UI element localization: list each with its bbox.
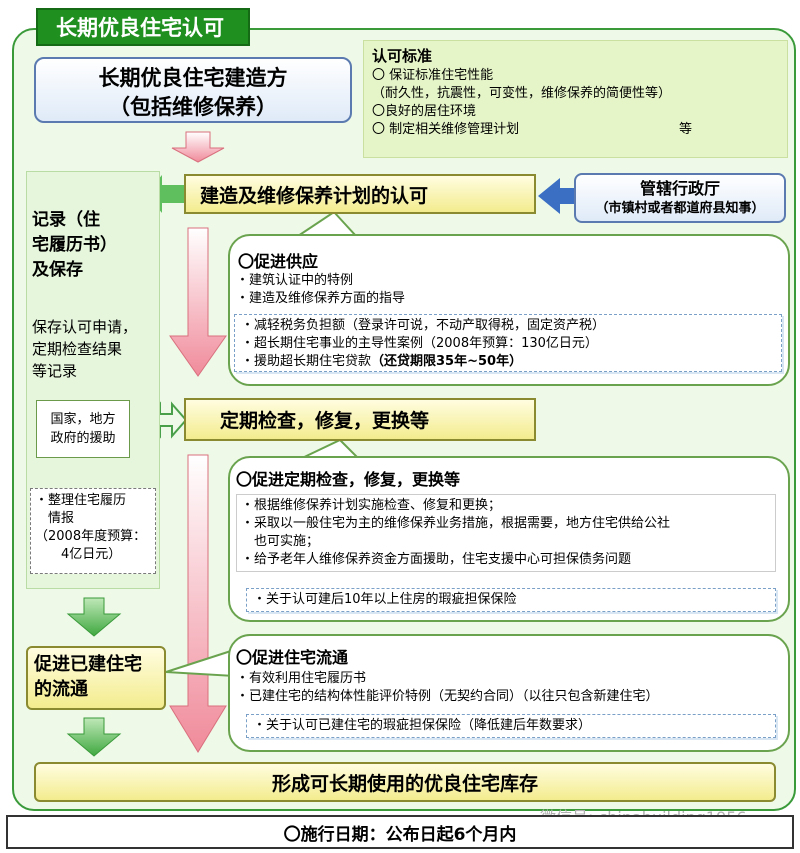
- supply-item: ・建筑认证中的特例: [236, 273, 354, 288]
- loan-term-text: （还贷期限35年~50年）: [371, 354, 523, 369]
- aid-line: 政府的援助: [50, 431, 116, 446]
- arrow-government-to-approval: [538, 178, 574, 214]
- record-title-line: 及保存: [32, 260, 83, 280]
- history-line: ・整理住宅履历: [35, 493, 127, 508]
- record-title: 记录（住 宅履历书） 及保存: [32, 208, 117, 283]
- promote-supply-section: 〇促进供应 ・建筑认证中的特例 ・建造及维修保养方面的指导 ・减轻税务负担额（登…: [228, 234, 790, 386]
- diagram-title-tab: 长期优良住宅认可: [36, 8, 250, 46]
- housing-history-box: ・整理住宅履历 情报 （2008年度预算： 4亿日元）: [30, 488, 156, 574]
- promote-existing-housing-box: 促进已建住宅 的流通: [26, 646, 166, 710]
- builder-box: 长期优良住宅建造方 （包括维修保养）: [34, 57, 352, 123]
- effective-date-bar: 〇施行日期：公布日起6个月内: [6, 815, 794, 849]
- supply-sub-item: ・减轻税务负担额（登录许可说，不动产取得税，固定资产税）: [241, 318, 606, 333]
- supply-subbox: ・减轻税务负担额（登录许可说，不动产取得税，固定资产税） ・超长期住宅事业的主导…: [234, 314, 782, 372]
- arrow-promote-to-final: [66, 717, 122, 757]
- plan-approval-box: 建造及维修保养计划的认可: [184, 174, 536, 214]
- inspection-item: ・给予老年人维修保养资金方面援助，住宅支援中心可担保债务问题: [241, 552, 632, 567]
- inspection-item: ・采取以一般住宅为主的维修保养业务措施，根据需要，地方住宅供给公社: [241, 516, 671, 531]
- supply-items: ・建筑认证中的特例 ・建造及维修保养方面的指导: [236, 272, 405, 308]
- arrow-record-to-promote: [66, 597, 122, 637]
- approval-criteria-box: 认可标准 〇 保证标准住宅性能 （耐久性，抗震性，可变性，维修保养的简便性等） …: [363, 40, 788, 158]
- record-desc-line: 保存认可申请，: [32, 318, 138, 336]
- government-line2: （市镇村或者都道府县知事）: [595, 201, 765, 216]
- criteria-item: 〇 制定相关维修管理计划: [372, 122, 520, 137]
- inspection-promo-heading: 〇促进定期检查，修复，更换等: [236, 470, 461, 489]
- government-aid-box: 国家，地方 政府的援助: [36, 400, 130, 458]
- record-title-line: 宅履历书）: [32, 235, 117, 255]
- record-desc-line: 等记录: [32, 362, 78, 380]
- circulation-items: ・有效利用住宅履历书 ・已建住宅的结构体性能评价特例（无契约合同）（以往只包含新…: [236, 670, 659, 706]
- inspection-item: 也可实施；: [241, 534, 320, 549]
- inspection-item: ・根据维修保养计划实施检查、修复和更换；: [241, 498, 502, 513]
- periodic-inspection-box: 定期检查，修复，更换等: [184, 398, 536, 441]
- inspection-promo-items: ・根据维修保养计划实施检查、修复和更换； ・采取以一般住宅为主的维修保养业务措施…: [236, 494, 776, 572]
- supply-heading: 〇促进供应: [238, 252, 319, 271]
- inspection-insurance-box: ・关于认可建后10年以上住房的瑕疵担保保险: [246, 588, 776, 612]
- callout-tail-supply: [294, 210, 359, 237]
- history-line: 情报: [35, 511, 75, 526]
- promote-line2: 的流通: [34, 679, 88, 700]
- circulation-heading: 〇促进住宅流通: [236, 648, 349, 667]
- aid-line: 国家，地方: [50, 412, 116, 427]
- criteria-suffix: 等: [678, 122, 692, 137]
- supply-sub-item: ・援助超长期住宅贷款: [241, 354, 372, 369]
- history-line: 4亿日元）: [35, 547, 122, 562]
- builder-line2: （包括维修保养）: [109, 95, 277, 119]
- promote-inspection-section: 〇促进定期检查，修复，更换等 ・根据维修保养计划实施检查、修复和更换； ・采取以…: [228, 456, 790, 622]
- criteria-heading: 认可标准: [372, 47, 433, 65]
- arrow-inspection-to-final: [169, 454, 227, 753]
- government-box: 管辖行政厅 （市镇村或者都道府县知事）: [574, 173, 786, 223]
- record-description: 保存认可申请， 定期检查结果 等记录: [32, 316, 137, 382]
- record-desc-line: 定期检查结果: [32, 340, 123, 358]
- supply-item: ・建造及维修保养方面的指导: [236, 291, 406, 306]
- arrow-builder-to-approval: [171, 131, 225, 163]
- criteria-item: （耐久性，抗震性，可变性，维修保养的简便性等）: [372, 86, 672, 101]
- builder-line1: 长期优良住宅建造方: [98, 66, 288, 90]
- circulation-item: ・已建住宅的结构体性能评价特例（无契约合同）（以往只包含新建住宅）: [236, 689, 659, 704]
- criteria-item: 〇良好的居住环境: [372, 104, 477, 119]
- circulation-item: ・有效利用住宅履历书: [236, 671, 367, 686]
- promote-circulation-section: 〇促进住宅流通 ・有效利用住宅履历书 ・已建住宅的结构体性能评价特例（无契约合同…: [228, 634, 790, 752]
- record-title-line: 记录（住: [32, 210, 100, 230]
- circulation-insurance-box: ・关于认可已建住宅的瑕疵担保保险（降低建后年数要求）: [246, 714, 776, 738]
- arrow-approval-to-inspection: [169, 227, 227, 377]
- history-line: （2008年度预算：: [35, 529, 147, 544]
- criteria-item: 〇 保证标准住宅性能: [372, 68, 494, 83]
- promote-line1: 促进已建住宅: [34, 654, 142, 675]
- final-housing-stock-box: 形成可长期使用的优良住宅库存: [34, 762, 776, 802]
- supply-sub-item: ・超长期住宅事业的主导性案例（2008年预算：130亿日元）: [241, 336, 598, 351]
- government-line1: 管辖行政厅: [639, 179, 720, 198]
